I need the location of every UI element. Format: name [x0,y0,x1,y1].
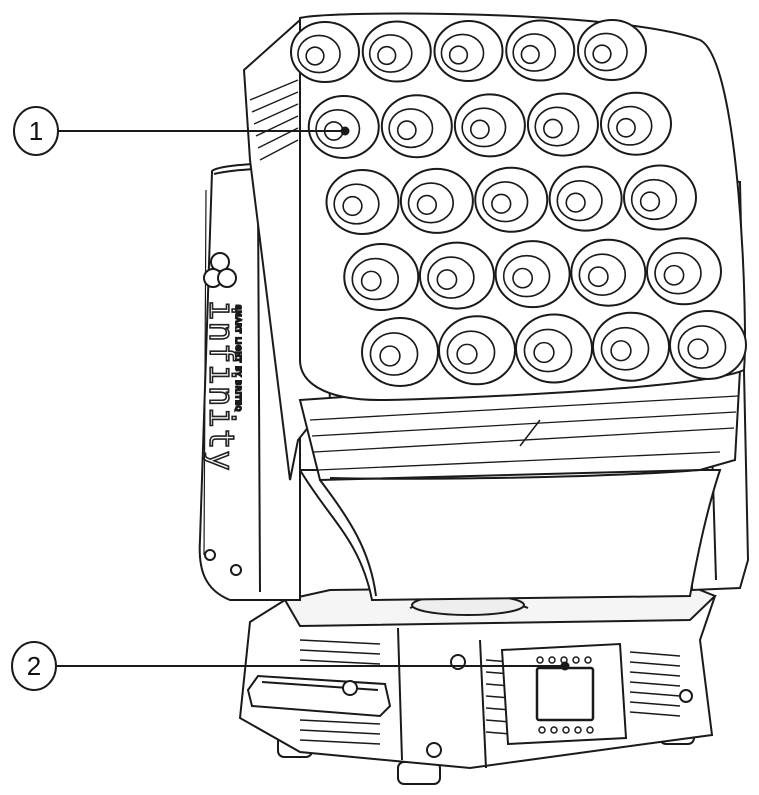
lcd-display [535,666,595,722]
led-lens-grid [290,19,747,387]
led-lens [418,241,495,310]
led-lens [453,93,526,158]
fixture-base [238,584,717,785]
callout-bubble-2 [11,641,57,691]
led-lens [361,317,439,387]
leader-dot-2 [560,661,570,671]
led-lens [570,238,647,307]
panel-buttons [536,656,594,734]
brand-tagline: SMART LIGHT BY BRITEQ [234,305,242,412]
led-lens [623,164,697,231]
led-lens [505,19,576,82]
led-lens [646,237,722,306]
callout-bubble-1 [13,106,59,156]
led-lens [515,313,593,384]
callout-number-2: 2 [27,651,41,681]
led-lens [290,21,360,83]
head-vent-ribs [249,79,299,161]
brand-name: infinity [201,300,241,472]
fixture-head [242,12,747,482]
led-lens [669,310,747,380]
led-lens [592,311,670,382]
control-panel [500,642,628,746]
led-lens [600,91,672,156]
led-lens [526,92,599,157]
callout-number-1: 1 [29,116,43,146]
led-lens [474,166,549,233]
led-lens [577,19,647,81]
led-lens [433,20,504,82]
leader-dot-1 [340,126,350,136]
led-lens [438,315,516,386]
led-lens [399,167,474,234]
led-lens [325,169,400,235]
callout-1: 1 [13,106,350,156]
callout-2: 2 [11,641,570,691]
led-lens [548,165,623,232]
led-lens [380,94,453,159]
brand-logo-icon [203,252,237,288]
led-lens [494,240,571,309]
led-lens [361,20,432,83]
led-lens [343,243,420,311]
